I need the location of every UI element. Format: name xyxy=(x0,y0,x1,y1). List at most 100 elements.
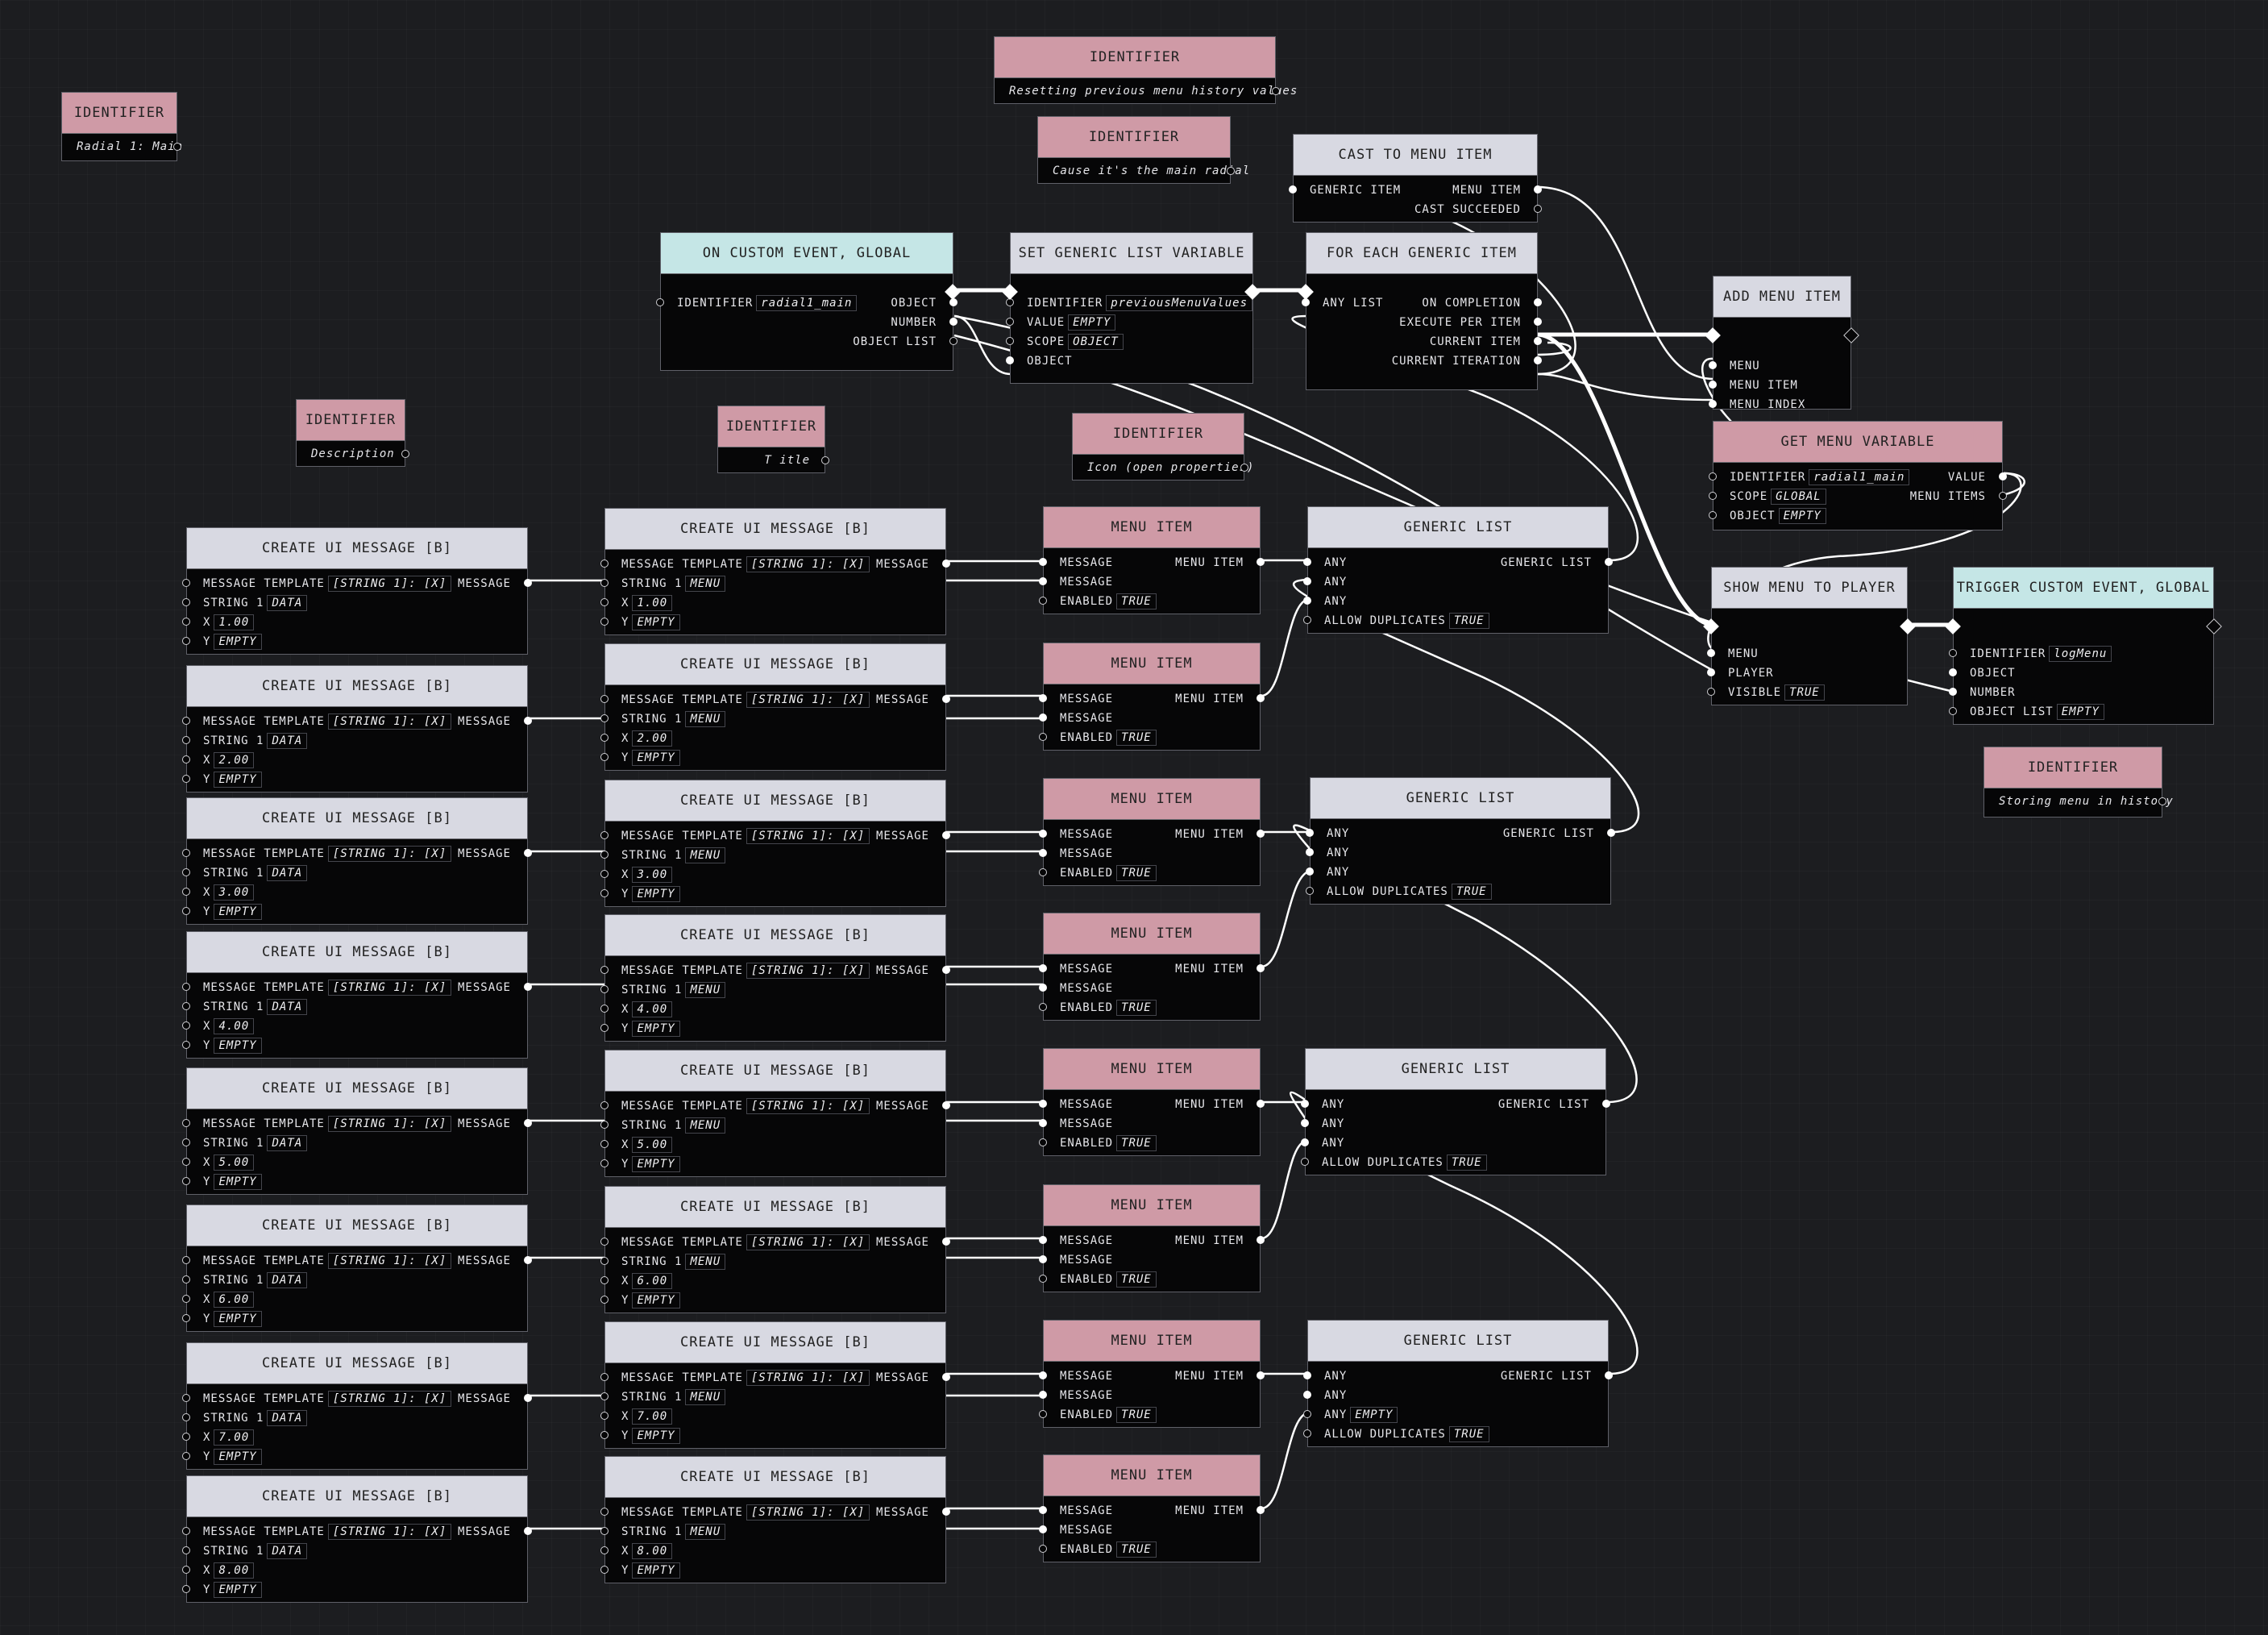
generic-list-output-pin[interactable]: GENERIC LIST xyxy=(1498,1095,1610,1114)
message-template-pin[interactable]: MESSAGE TEMPLATE[STRING 1]: [X] xyxy=(182,712,452,731)
scope-value[interactable]: OBJECT xyxy=(1068,334,1124,350)
enabled-value[interactable]: TRUE xyxy=(1116,593,1157,609)
menu-pin[interactable]: MENU xyxy=(1709,356,1851,376)
allow-duplicates-value[interactable]: TRUE xyxy=(1448,1426,1489,1442)
message-template-value[interactable]: [STRING 1]: [X] xyxy=(746,963,870,979)
x-value[interactable]: 5.00 xyxy=(214,1154,255,1171)
message-pin[interactable]: MESSAGE xyxy=(1039,959,1113,979)
menu-item-output-pin[interactable]: MENU ITEM xyxy=(1175,1501,1265,1521)
output-pin[interactable] xyxy=(1227,167,1235,175)
create-ui-message-node[interactable]: CREATE UI MESSAGE [B]MESSAGE TEMPLATE[ST… xyxy=(182,931,532,1059)
identifier-value[interactable]: previousMenuValues xyxy=(1106,295,1253,311)
any-pin[interactable]: ANY xyxy=(1303,572,1608,592)
object-list-value[interactable]: EMPTY xyxy=(2056,704,2104,720)
create-ui-message-node[interactable]: CREATE UI MESSAGE [B]MESSAGE TEMPLATE[ST… xyxy=(600,508,950,635)
message-output-pin[interactable]: MESSAGE xyxy=(458,1251,532,1271)
identifier-icon[interactable]: IDENTIFIER Icon (open properties) xyxy=(1072,413,1253,481)
identifier-title[interactable]: IDENTIFIER T itle xyxy=(717,406,829,473)
enabled-value[interactable]: TRUE xyxy=(1116,1135,1157,1151)
x-value[interactable]: 2.00 xyxy=(632,730,673,747)
y-value[interactable]: EMPTY xyxy=(214,1038,262,1054)
message-template-pin[interactable]: MESSAGE TEMPLATE[STRING 1]: [X] xyxy=(182,1389,452,1408)
string-1-value[interactable]: DATA xyxy=(267,733,308,749)
message-pin[interactable]: MESSAGE xyxy=(1039,825,1113,844)
any-pin[interactable]: ANY xyxy=(1301,1114,1605,1134)
generic-item-pin[interactable]: GENERIC ITEM xyxy=(1289,181,1401,200)
y-value[interactable]: EMPTY xyxy=(214,1449,262,1465)
message-template-value[interactable]: [STRING 1]: [X] xyxy=(327,1253,452,1269)
message-template-value[interactable]: [STRING 1]: [X] xyxy=(746,556,870,572)
any-pin[interactable]: ANY xyxy=(1306,824,1349,843)
generic-list-node[interactable]: GENERIC LIST ANY GENERIC LIST ANY ANY AL… xyxy=(1303,506,1613,634)
message-template-value[interactable]: [STRING 1]: [X] xyxy=(746,692,870,708)
message-template-pin[interactable]: MESSAGE TEMPLATE[STRING 1]: [X] xyxy=(182,844,452,863)
string-1-value[interactable]: DATA xyxy=(267,1410,308,1426)
y-value[interactable]: EMPTY xyxy=(214,1582,262,1598)
menu-item-output-pin[interactable]: MENU ITEM xyxy=(1175,959,1265,979)
x-value[interactable]: 7.00 xyxy=(214,1429,255,1446)
identifier-cause-main[interactable]: IDENTIFIER Cause it's the main radial xyxy=(1037,116,1249,184)
message-pin[interactable]: MESSAGE xyxy=(1039,1521,1260,1540)
message-output-pin[interactable]: MESSAGE xyxy=(876,826,950,846)
message-template-value[interactable]: [STRING 1]: [X] xyxy=(327,576,452,592)
x-value[interactable]: 7.00 xyxy=(632,1408,673,1425)
identifier-value[interactable]: radial1_main xyxy=(1809,469,1910,485)
x-value[interactable]: 3.00 xyxy=(632,867,673,883)
output-pin[interactable] xyxy=(401,450,409,458)
create-ui-message-node[interactable]: CREATE UI MESSAGE [B]MESSAGE TEMPLATE[ST… xyxy=(600,1321,950,1449)
any-list-pin[interactable]: ANY LIST xyxy=(1302,293,1383,313)
message-output-pin[interactable]: MESSAGE xyxy=(876,961,950,980)
any-pin[interactable]: ANY xyxy=(1303,1386,1608,1405)
any-pin[interactable]: ANY xyxy=(1303,1367,1347,1386)
scope-value[interactable]: GLOBAL xyxy=(1771,489,1826,505)
y-value[interactable]: EMPTY xyxy=(632,1428,680,1444)
y-value[interactable]: EMPTY xyxy=(214,1311,262,1327)
output-pin[interactable] xyxy=(2158,797,2166,805)
output-pin[interactable] xyxy=(821,456,829,464)
y-value[interactable]: EMPTY xyxy=(632,750,680,766)
y-value[interactable]: EMPTY xyxy=(632,886,680,902)
identifier-resetting[interactable]: IDENTIFIER Resetting previous menu histo… xyxy=(994,36,1297,104)
allow-duplicates-value[interactable]: TRUE xyxy=(1448,613,1489,629)
add-menu-item-node[interactable]: ADD MENU ITEM MENU MENU ITEM MENU INDEX xyxy=(1705,276,1859,411)
any-pin[interactable]: ANY xyxy=(1303,592,1608,611)
object-list-output-pin[interactable]: OBJECT LIST xyxy=(661,332,957,352)
allow-duplicates-value[interactable]: TRUE xyxy=(1446,1154,1487,1171)
number-pin[interactable]: NUMBER xyxy=(1949,683,2213,702)
